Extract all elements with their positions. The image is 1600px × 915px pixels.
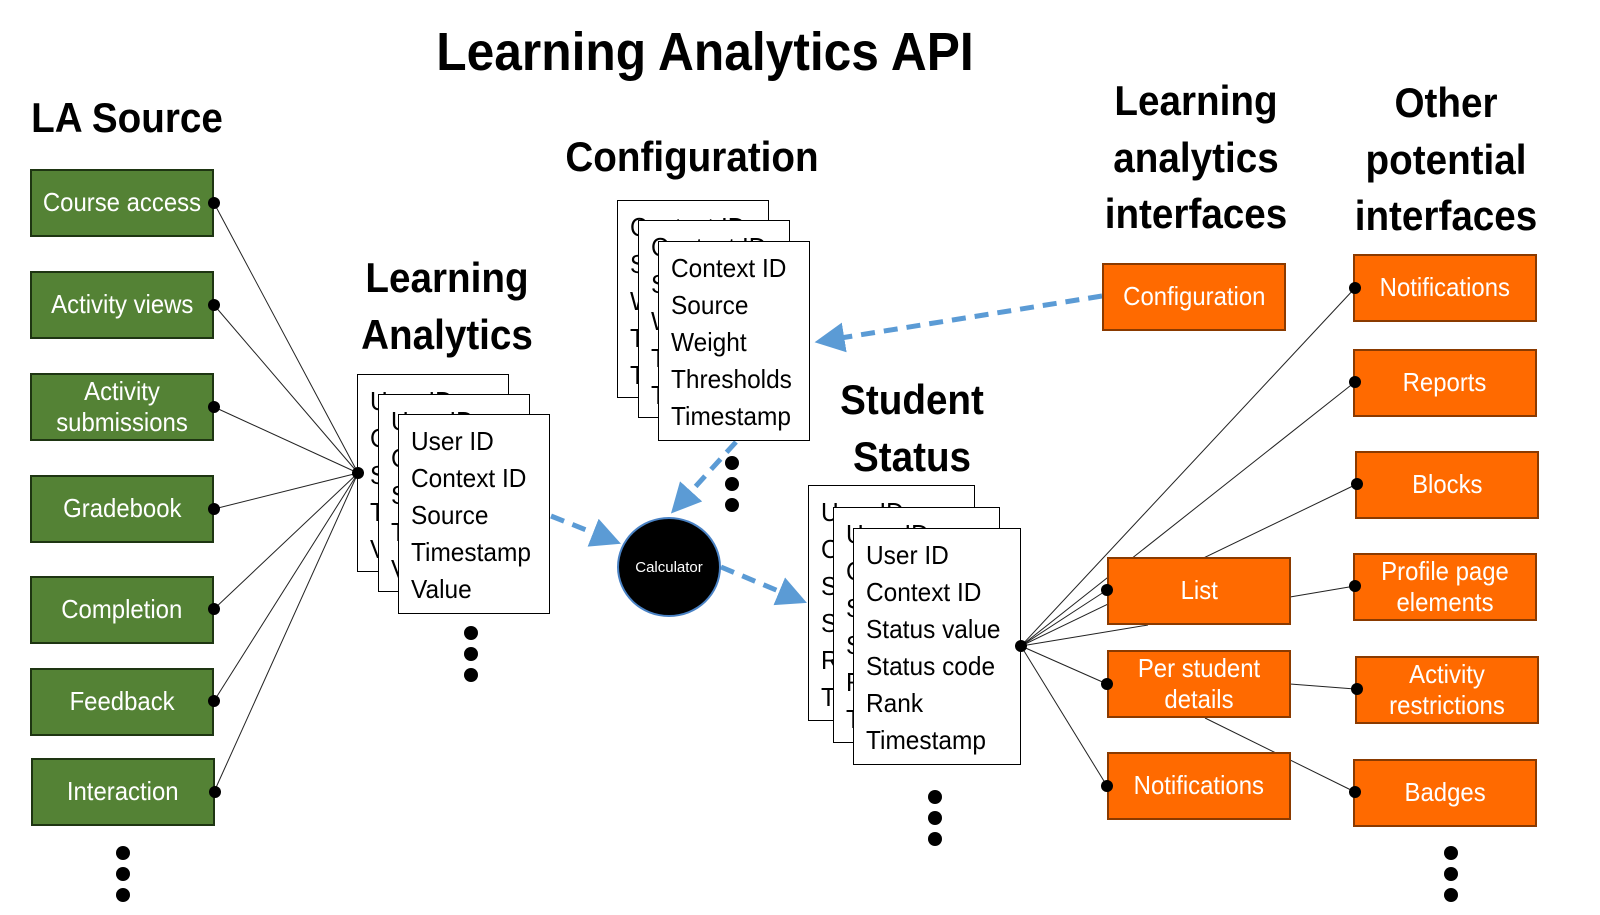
- connector-dot: [208, 603, 220, 615]
- more-sources-ellipsis: [116, 846, 130, 902]
- connector-dot: [1101, 584, 1113, 596]
- connector-dot: [1349, 580, 1361, 592]
- source-feedback[interactable]: Feedback: [30, 668, 214, 736]
- interface-notifications[interactable]: Notifications: [1107, 752, 1291, 820]
- other-notifications[interactable]: Notifications: [1353, 254, 1537, 322]
- connector-dot: [1351, 478, 1363, 490]
- other-blocks[interactable]: Blocks: [1355, 451, 1539, 519]
- learning-analytics-record: User ID Context ID Source Timestamp Valu…: [398, 414, 550, 614]
- connector-dot: [208, 401, 220, 413]
- field-status-value: Status value: [866, 614, 1001, 644]
- source-activity-views[interactable]: Activity views: [30, 271, 214, 339]
- hub-dot-student-status: [1015, 640, 1027, 652]
- field-thresholds: Thresholds: [671, 364, 792, 394]
- more-configuration-ellipsis: [725, 456, 739, 512]
- connector-dot: [1101, 780, 1113, 792]
- connector-dot: [209, 786, 221, 798]
- connector-dot: [1351, 683, 1363, 695]
- field-user-id: User ID: [866, 540, 949, 570]
- connector-dot: [1349, 786, 1361, 798]
- source-activity-submissions[interactable]: Activity submissions: [30, 373, 214, 441]
- student-status-record: User ID Context ID Status value Status c…: [853, 528, 1021, 765]
- other-profile-page-elements[interactable]: Profile page elements: [1353, 553, 1537, 621]
- arrow-config-interface-to-configuration: [814, 293, 1103, 353]
- configuration-record: Context ID Source Weight Thresholds Time…: [658, 241, 810, 441]
- more-student-status-ellipsis: [928, 790, 942, 846]
- learning-analytics-heading: Learning Analytics: [361, 254, 533, 358]
- other-badges[interactable]: Badges: [1353, 759, 1537, 827]
- interface-per-student-details[interactable]: Per student details: [1107, 650, 1291, 718]
- field-rank: Rank: [866, 688, 924, 718]
- other-reports[interactable]: Reports: [1353, 349, 1537, 417]
- flow-arrows: [550, 293, 1103, 606]
- student-status-heading: Student Status: [840, 376, 984, 480]
- connector-dot: [208, 695, 220, 707]
- configuration-heading: Configuration: [565, 133, 819, 180]
- interface-configuration[interactable]: Configuration: [1102, 263, 1286, 331]
- more-other-interfaces-ellipsis: [1444, 846, 1458, 902]
- hub-dot-learning-analytics: [352, 467, 364, 479]
- more-learning-analytics-ellipsis: [464, 626, 478, 682]
- other-activity-restrictions[interactable]: Activity restrictions: [1355, 656, 1539, 724]
- field-context-id: Context ID: [866, 577, 982, 607]
- field-user-id: User ID: [411, 426, 494, 456]
- other-interfaces-heading: Other potential interfaces: [1354, 79, 1538, 240]
- connector-dot: [208, 299, 220, 311]
- connector-dot: [1101, 678, 1113, 690]
- source-course-access[interactable]: Course access: [30, 169, 214, 237]
- arrow-configuration-to-calculator: [670, 440, 738, 514]
- field-weight: Weight: [671, 327, 747, 357]
- field-source: Source: [411, 500, 489, 530]
- field-timestamp: Timestamp: [671, 401, 791, 431]
- connector-dot: [208, 503, 220, 515]
- connector-dot: [208, 197, 220, 209]
- la-source-heading: LA Source: [31, 94, 223, 141]
- arrow-calculator-to-student-status: [720, 564, 807, 606]
- source-gradebook[interactable]: Gradebook: [30, 475, 214, 543]
- field-timestamp: Timestamp: [866, 725, 986, 755]
- source-interaction[interactable]: Interaction: [31, 758, 215, 826]
- diagram-title: Learning Analytics API: [436, 22, 974, 82]
- source-connectors: [213, 202, 359, 793]
- field-source: Source: [671, 290, 749, 320]
- field-timestamp: Timestamp: [411, 537, 531, 567]
- arrow-learning-analytics-to-calculator: [550, 513, 621, 547]
- la-interfaces-heading: Learning analytics interfaces: [1104, 77, 1288, 238]
- connector-dot: [1349, 376, 1361, 388]
- field-context-id: Context ID: [411, 463, 527, 493]
- calculator-label: Calculator: [635, 558, 703, 576]
- field-value: Value: [411, 574, 472, 604]
- field-context-id: Context ID: [671, 253, 787, 283]
- interface-list[interactable]: List: [1107, 557, 1291, 625]
- connector-dot: [1349, 282, 1361, 294]
- source-completion[interactable]: Completion: [30, 576, 214, 644]
- field-status-code: Status code: [866, 651, 996, 681]
- calculator-node[interactable]: Calculator: [617, 517, 721, 617]
